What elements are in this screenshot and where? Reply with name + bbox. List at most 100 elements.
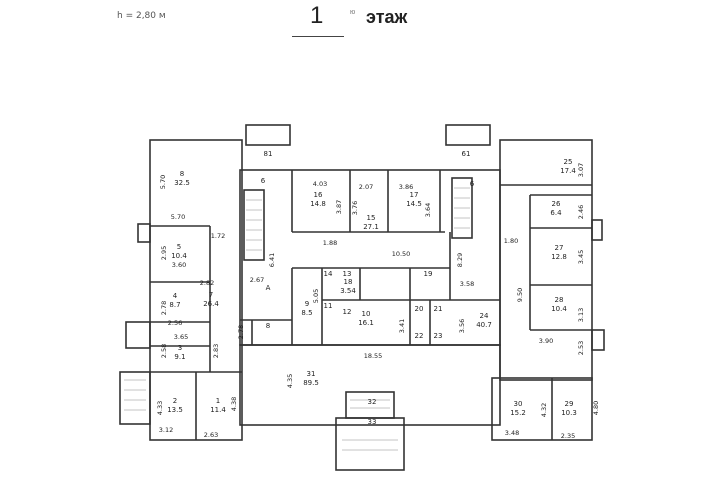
- room-label: 19: [424, 270, 433, 278]
- dimension-label: 4.33: [156, 401, 164, 415]
- room-number: 18: [344, 278, 353, 286]
- dimension-label: 3.13: [577, 308, 585, 322]
- floor-number-underline: [292, 36, 344, 37]
- dimension-label: 3.60: [172, 261, 186, 269]
- dimension-label: 4.03: [313, 180, 327, 188]
- room-number: 5: [177, 243, 181, 251]
- dimension-label: 3.64: [424, 203, 432, 217]
- room-number: 24: [480, 312, 489, 320]
- room-label: 11: [324, 302, 333, 310]
- dimension-label: 3.58: [460, 280, 474, 288]
- room-label: 23: [434, 332, 443, 340]
- dimension-label: 9.50: [516, 288, 524, 302]
- room-area: 26.4: [203, 300, 219, 308]
- dimension-label: 2.53: [577, 341, 585, 355]
- room-number: 4: [173, 292, 178, 300]
- room-area: 8.5: [301, 309, 312, 317]
- dimension-label: 3.41: [398, 319, 406, 333]
- dimension-label: 3.90: [539, 337, 553, 345]
- dimension-label: 1.72: [211, 232, 225, 240]
- plan-walls: [119, 124, 605, 471]
- room-area: 17.4: [560, 167, 576, 175]
- room-label: А: [266, 284, 271, 292]
- stair-hatching: [124, 187, 470, 451]
- floor-number-suffix: ю: [350, 9, 356, 16]
- room-area: 16.1: [358, 319, 374, 327]
- room-number: 28: [555, 296, 564, 304]
- room-number: 16: [314, 191, 323, 199]
- dimension-label: 2.35: [561, 432, 575, 440]
- dimension-label: 4.80: [592, 401, 600, 415]
- room-area: 13.5: [167, 406, 183, 414]
- dimension-label: 3.12: [159, 426, 173, 434]
- room-area: 10.4: [551, 305, 567, 313]
- room-area: 10.3: [561, 409, 577, 417]
- ceiling-height-label: h = 2,80 м: [117, 11, 166, 21]
- room-label: 20: [415, 305, 424, 313]
- room-area: 40.7: [476, 321, 492, 329]
- room-area: 8.7: [169, 301, 180, 309]
- room-number: 25: [564, 158, 573, 166]
- dimension-label: 2.78: [237, 325, 245, 339]
- dimension-label: 3.87: [335, 200, 343, 214]
- room-area: 12.8: [551, 253, 567, 261]
- dimension-label: 1.80: [504, 237, 518, 245]
- room-area: 10.4: [171, 252, 187, 260]
- room-number: 9: [305, 300, 309, 308]
- room-number: 30: [514, 400, 523, 408]
- room-label: 33: [368, 418, 377, 426]
- dimension-label: 5.05: [312, 289, 320, 303]
- dimension-label: 3.48: [505, 429, 519, 437]
- room-number: 26: [552, 200, 561, 208]
- floor-number: 1: [310, 2, 324, 29]
- room-label: 21: [434, 305, 443, 313]
- dimension-label: 3.76: [351, 201, 359, 215]
- dimension-label: 6.41: [268, 253, 276, 267]
- floor-title: этаж: [366, 7, 408, 27]
- room-number: 7: [209, 291, 213, 299]
- room-label: 6: [470, 180, 475, 188]
- room-area: 3.54: [340, 287, 356, 295]
- dimension-label: 2.83: [212, 344, 220, 358]
- room-label: 22: [415, 332, 424, 340]
- room-number: 31: [307, 370, 316, 378]
- room-area: 14.8: [310, 200, 326, 208]
- room-area: 6.4: [550, 209, 562, 217]
- room-number: 2: [173, 397, 177, 405]
- dimension-label: 2.58: [160, 344, 168, 358]
- dimension-label: 2.95: [160, 246, 168, 260]
- dimension-label: 3.45: [577, 250, 585, 264]
- dimension-label: 2.56: [168, 319, 182, 327]
- dimension-label: 10.50: [392, 250, 411, 258]
- dimension-label: 4.35: [286, 374, 294, 388]
- room-labels: 832.5510.4726.448.739.1213.5111.41614.81…: [167, 158, 577, 417]
- room-label: 32: [368, 398, 377, 406]
- room-label: 12: [343, 308, 352, 316]
- dimension-label: 2.07: [359, 183, 373, 191]
- dimension-label: 8.29: [456, 253, 464, 267]
- dimension-label: 3.65: [174, 333, 188, 341]
- dimension-label: 4.38: [230, 397, 238, 411]
- dimension-label: 18.55: [364, 352, 383, 360]
- room-label: 61: [462, 150, 471, 158]
- dimension-label: 5.70: [159, 175, 167, 189]
- room-area: 9.1: [174, 353, 185, 361]
- room-number: 15: [367, 214, 376, 222]
- room-label: 6: [261, 177, 266, 185]
- room-area: 15.2: [510, 409, 526, 417]
- room-number: 3: [178, 344, 182, 352]
- room-number: 17: [410, 191, 419, 199]
- dimension-labels: 5.705.701.722.953.602.822.782.563.652.58…: [156, 163, 600, 440]
- dimension-label: 4.32: [540, 403, 548, 417]
- dimension-label: 2.63: [204, 431, 218, 439]
- room-number: 8: [180, 170, 184, 178]
- room-number: 29: [565, 400, 574, 408]
- room-number: 27: [555, 244, 564, 252]
- room-label: 13: [343, 270, 352, 278]
- room-area: 11.4: [210, 406, 226, 414]
- room-label: 8: [266, 322, 270, 330]
- dimension-label: 2.78: [160, 301, 168, 315]
- room-number: 10: [362, 310, 371, 318]
